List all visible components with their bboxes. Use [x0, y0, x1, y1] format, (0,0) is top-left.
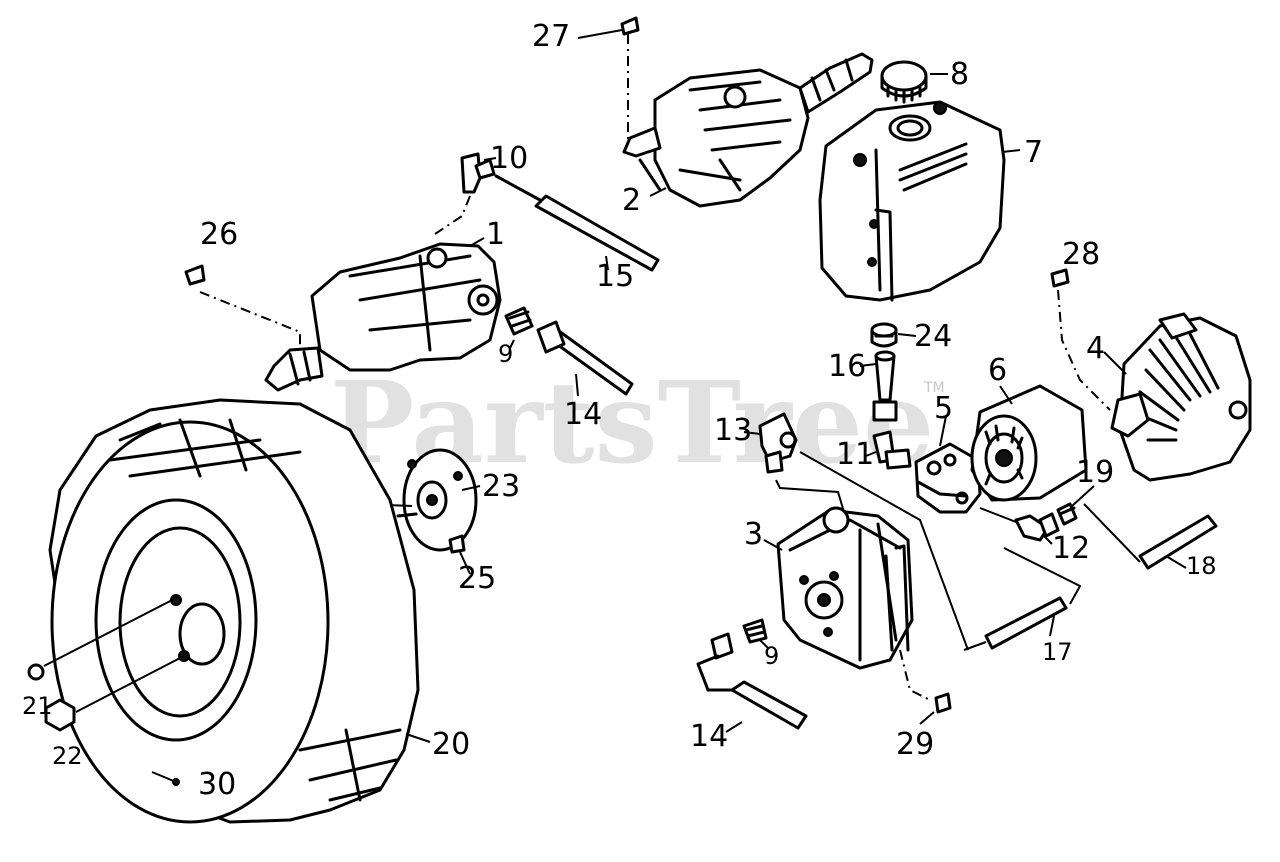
part-2-transaxle-upper[interactable] — [622, 52, 874, 208]
callout-1: 1 — [486, 217, 505, 252]
part-6-oil-filter[interactable] — [970, 384, 1088, 502]
callout-13: 13 — [714, 413, 752, 448]
callout-24: 24 — [914, 319, 952, 354]
part-19-fitting[interactable] — [1056, 502, 1078, 526]
callout-9-upper: 9 — [498, 340, 513, 368]
part-26-key[interactable] — [184, 264, 301, 360]
callout-6: 6 — [988, 353, 1007, 388]
callout-16: 16 — [828, 349, 866, 384]
callout-12: 12 — [1052, 531, 1090, 566]
part-27-key[interactable] — [620, 16, 640, 140]
part-11-elbow-fitting[interactable] — [872, 430, 912, 470]
callout-10: 10 — [490, 141, 528, 176]
part-17-hose[interactable] — [799, 451, 1068, 651]
callout-28: 28 — [1062, 237, 1100, 272]
part-29-key[interactable] — [899, 649, 952, 714]
callout-15: 15 — [596, 259, 634, 294]
callout-8: 8 — [950, 57, 969, 92]
callout-17: 17 — [1042, 638, 1073, 666]
callout-11: 11 — [836, 437, 874, 472]
callout-20: 20 — [432, 727, 470, 762]
part-9-fitting-upper[interactable] — [504, 306, 534, 336]
part-9-fitting-lower[interactable] — [742, 618, 768, 644]
callout-7: 7 — [1024, 135, 1043, 170]
callout-19: 19 — [1076, 455, 1114, 490]
part-22-hub-nut[interactable] — [44, 655, 185, 732]
callout-14-upper: 14 — [564, 397, 602, 432]
part-23-wheel-hub[interactable] — [359, 448, 478, 552]
callout-23: 23 — [482, 469, 520, 504]
part-15-rod[interactable] — [494, 174, 660, 272]
part-1-transaxle-lower[interactable] — [264, 242, 502, 392]
part-21-lug-nut[interactable] — [27, 595, 181, 681]
callout-27: 27 — [532, 19, 570, 54]
part-25-lug-bolt[interactable] — [448, 534, 466, 554]
part-13-fitting[interactable] — [758, 412, 845, 513]
callout-2: 2 — [622, 183, 641, 218]
part-10-elbow-fitting[interactable] — [431, 152, 496, 237]
part-28-key[interactable] — [1050, 268, 1111, 411]
callout-5: 5 — [934, 391, 953, 426]
callout-22: 22 — [52, 742, 83, 770]
part-18-tube[interactable] — [1083, 503, 1218, 570]
part-12-tee-fitting[interactable] — [979, 507, 1082, 605]
callout-26: 26 — [200, 217, 238, 252]
part-4-hydraulic-pump[interactable] — [1110, 312, 1252, 482]
part-14-hose-lower[interactable] — [696, 632, 808, 730]
part-14-hose-upper[interactable] — [536, 320, 634, 396]
callout-14-lower: 14 — [690, 719, 728, 754]
part-3-pump-body[interactable] — [776, 506, 914, 670]
part-7-reservoir-tank[interactable] — [818, 100, 1006, 302]
callout-9-lower: 9 — [764, 642, 779, 670]
callout-4: 4 — [1086, 331, 1105, 366]
callout-21: 21 — [22, 692, 53, 720]
part-16-tube[interactable] — [872, 350, 898, 422]
label-leaders — [405, 29, 1187, 743]
part-24-coupler[interactable] — [870, 322, 898, 348]
callout-29: 29 — [896, 727, 934, 762]
callout-18: 18 — [1186, 552, 1217, 580]
callout-3: 3 — [744, 517, 763, 552]
part-30-valve-stem[interactable] — [151, 771, 180, 786]
part-5-filter-head[interactable] — [914, 442, 982, 514]
callout-25: 25 — [458, 561, 496, 596]
watermark-tm: TM — [923, 380, 945, 396]
callout-labels: 27 8 7 10 2 26 1 15 28 9 24 4 16 6 5 14 … — [22, 19, 1217, 802]
part-8-filler-cap[interactable] — [880, 60, 928, 104]
part-20-wheel-tire[interactable] — [48, 398, 420, 824]
callout-30: 30 — [198, 767, 236, 802]
